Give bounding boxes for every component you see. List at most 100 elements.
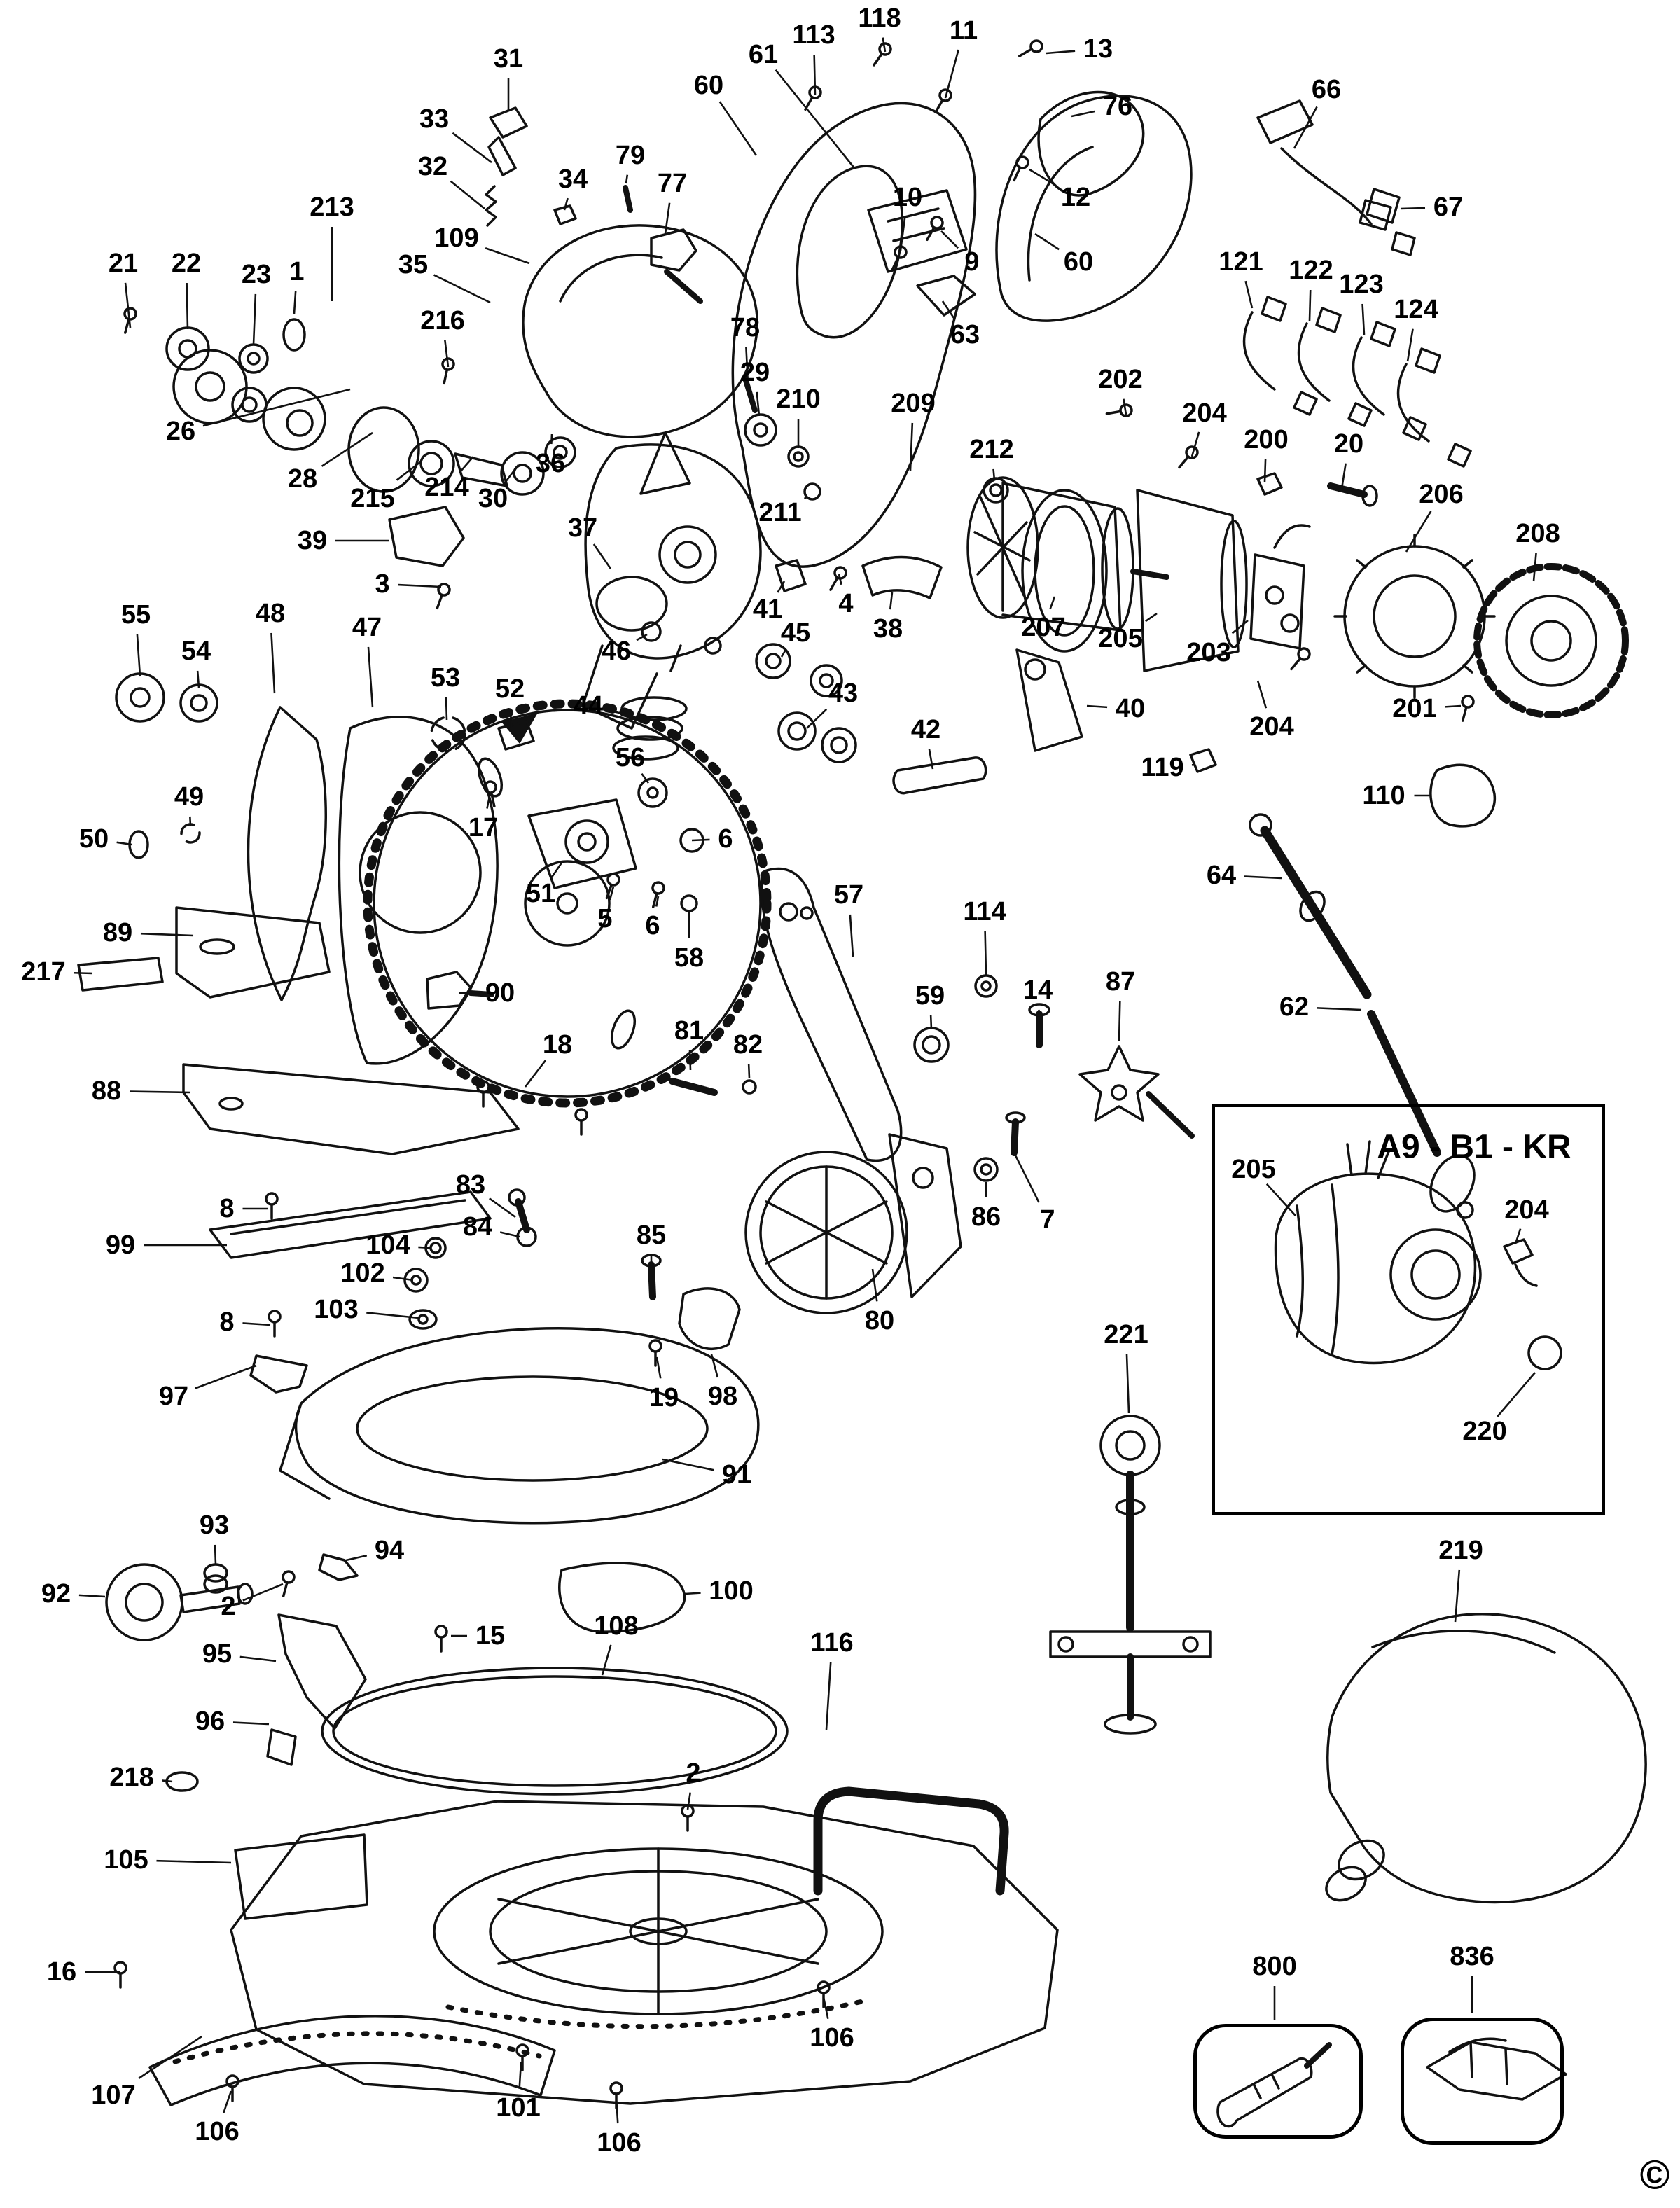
- leader-line-22: [186, 282, 189, 330]
- leader-line-221: [1125, 1354, 1130, 1414]
- leader-line-2: [242, 1583, 284, 1602]
- leader-line-101: [518, 2061, 522, 2089]
- part-label-207: 207: [1021, 613, 1066, 642]
- leader-line-107: [138, 2035, 202, 2079]
- leader-line-8: [242, 1322, 271, 1326]
- leader-line-26: [202, 388, 351, 427]
- part-label-13: 13: [1083, 34, 1113, 64]
- leader-line-121: [1244, 280, 1254, 309]
- part-label-110: 110: [1362, 781, 1405, 810]
- leader-line-215: [396, 461, 421, 481]
- part-label-37: 37: [567, 513, 598, 543]
- leader-line-63: [941, 300, 955, 319]
- leader-line-32: [450, 180, 485, 210]
- leader-line-77: [664, 202, 671, 235]
- part-label-84: 84: [462, 1212, 493, 1242]
- leader-line-106: [822, 1997, 829, 2019]
- part-label-204: 204: [1249, 712, 1294, 742]
- leader-line-76: [1071, 110, 1095, 118]
- part-label-30: 30: [478, 484, 508, 513]
- part-label-114: 114: [963, 897, 1006, 926]
- part-label-91: 91: [721, 1460, 752, 1490]
- part-label-216: 216: [420, 306, 465, 335]
- part-label-203: 203: [1186, 638, 1231, 667]
- leader-line-205: [1265, 1183, 1296, 1216]
- handle-drawing: [731, 37, 1193, 568]
- part-label-18: 18: [542, 1030, 573, 1060]
- part-label-14: 14: [1022, 975, 1053, 1005]
- part-label-26: 26: [165, 417, 196, 446]
- part-label-22: 22: [171, 249, 202, 278]
- leader-line-35: [433, 274, 491, 304]
- leader-line-100: [684, 1592, 701, 1595]
- part-label-15: 15: [475, 1621, 506, 1651]
- part-label-800: 800: [1252, 1952, 1297, 1981]
- part-label-61: 61: [748, 40, 779, 69]
- wiring-drawing: [1104, 99, 1472, 507]
- part-label-102: 102: [340, 1258, 385, 1288]
- leader-line-10: [899, 216, 906, 251]
- leader-line-91: [662, 1458, 714, 1471]
- leader-line-7: [1014, 1155, 1040, 1203]
- part-label-116: 116: [810, 1628, 854, 1658]
- part-label-218: 218: [109, 1763, 154, 1792]
- leader-line-57: [849, 914, 854, 957]
- part-label-58: 58: [674, 943, 704, 973]
- part-label-201: 201: [1392, 694, 1437, 723]
- part-label-105: 105: [104, 1845, 148, 1875]
- part-label-213: 213: [310, 193, 354, 222]
- leader-line-30: [504, 464, 520, 484]
- leader-line-53: [445, 697, 448, 721]
- leader-line-11: [944, 49, 959, 99]
- part-label-33: 33: [419, 104, 450, 134]
- leader-line-97: [195, 1364, 257, 1389]
- leader-line-89: [140, 932, 194, 937]
- part-label-10: 10: [892, 183, 923, 212]
- part-label-52: 52: [494, 674, 525, 704]
- part-label-2: 2: [686, 1758, 701, 1788]
- kit-box-800: [1193, 2024, 1363, 2139]
- leader-line-209: [909, 422, 914, 471]
- leader-line-1: [293, 291, 297, 314]
- arbor-hardware-drawing: [118, 305, 576, 496]
- brush-kit-drawing: [1426, 2037, 1567, 2101]
- leader-line-204: [1256, 680, 1268, 709]
- part-label-97: 97: [158, 1382, 189, 1411]
- part-label-59: 59: [915, 981, 945, 1011]
- part-label-200: 200: [1244, 425, 1289, 454]
- part-label-219: 219: [1438, 1536, 1483, 1565]
- leader-line-216: [444, 340, 450, 368]
- leader-line-3: [398, 583, 442, 588]
- leader-line-80: [871, 1268, 878, 1302]
- part-label-118: 118: [858, 4, 901, 33]
- part-label-88: 88: [91, 1076, 122, 1106]
- leader-line-60: [1034, 232, 1060, 251]
- part-label-87: 87: [1105, 967, 1136, 997]
- part-label-100: 100: [709, 1576, 754, 1606]
- leader-line-113: [813, 54, 817, 96]
- part-label-29: 29: [740, 358, 770, 387]
- leader-line-79: [625, 174, 629, 184]
- part-label-212: 212: [969, 435, 1014, 464]
- leader-line-109: [485, 247, 530, 265]
- leader-line-205: [1145, 612, 1158, 623]
- leader-line-207: [1049, 596, 1056, 610]
- material-clamp-drawing: [1049, 1415, 1212, 1735]
- part-label-124: 124: [1394, 295, 1438, 324]
- part-label-96: 96: [195, 1707, 225, 1736]
- leader-line-83: [489, 1197, 516, 1218]
- part-label-92: 92: [41, 1579, 71, 1609]
- part-label-109: 109: [434, 223, 479, 253]
- motor-assembly-drawing: [892, 476, 1629, 1219]
- leader-line-29: [756, 391, 761, 417]
- leader-line-118: [882, 37, 887, 53]
- part-label-48: 48: [255, 599, 286, 628]
- table-ring-drawing: [165, 1667, 1009, 1896]
- lower-guard-assembly-drawing: [249, 1133, 962, 1394]
- leader-line-93: [214, 1544, 217, 1565]
- part-label-204: 204: [1504, 1195, 1549, 1225]
- leader-line-203: [1231, 619, 1249, 634]
- leader-line-219: [1454, 1569, 1461, 1623]
- part-label-7: 7: [1040, 1205, 1055, 1235]
- leader-line-44: [610, 710, 632, 717]
